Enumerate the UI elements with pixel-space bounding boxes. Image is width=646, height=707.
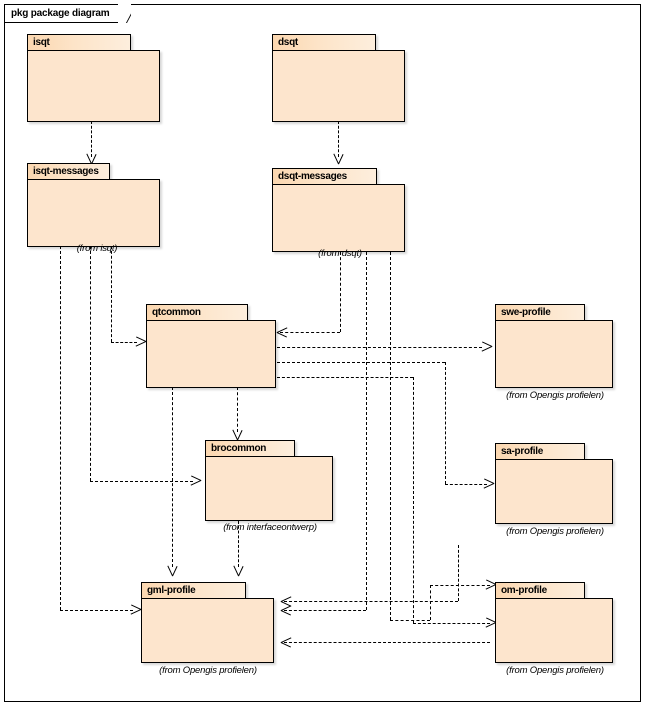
- package-om-profile-note: (from Opengis profielen): [506, 665, 604, 676]
- dep-qtcommon-to-sa-h: [277, 362, 445, 363]
- dep-dsqt-to-dsqt-messages: [338, 121, 339, 157]
- dep-isqtmsg-to-gml-h: [60, 610, 133, 611]
- package-om-profile-body: [495, 598, 613, 663]
- dep-dsqtmsg-to-om-h2: [430, 585, 490, 586]
- package-qtcommon[interactable]: qtcommon: [146, 304, 278, 388]
- package-gml-profile-note: (from Opengis profielen): [159, 665, 257, 676]
- package-isqt-messages-note: (from isqt): [76, 243, 118, 254]
- dep-isqt-to-isqt-messages: [91, 121, 92, 157]
- package-isqt[interactable]: isqt: [27, 34, 162, 122]
- package-isqt-body: [27, 50, 160, 122]
- dep-isqtmsg-to-bro-h: [90, 481, 193, 482]
- package-gml-profile-body: [141, 598, 274, 663]
- package-swe-profile-body: [495, 320, 613, 388]
- package-om-profile-tab: om-profile: [495, 582, 585, 599]
- dep-qtcommon-to-om-h2: [413, 623, 490, 624]
- package-brocommon-note: (from interfaceontwerp): [223, 522, 317, 533]
- dep-sa-to-gml-v: [458, 545, 459, 601]
- dep-isqtmsg-to-bro-v: [90, 246, 91, 481]
- package-dsqt-tab: dsqt: [272, 34, 376, 51]
- package-dsqt-body: [272, 50, 405, 122]
- dep-qtcommon-to-swe-h: [277, 347, 482, 348]
- dep-dsqtmsg-to-gml-h: [284, 610, 366, 611]
- package-dsqt-messages-note: (from dsqt): [318, 248, 362, 259]
- dep-isqtmsg-to-qtcommon-h: [111, 342, 137, 343]
- dep-dsqtmsg-to-om-v2: [430, 585, 431, 620]
- package-isqt-messages[interactable]: isqt-messages (from isqt): [27, 163, 162, 254]
- package-isqt-label: isqt: [33, 37, 50, 48]
- package-brocommon-label: brocommon: [211, 443, 267, 454]
- dep-dsqtmsg-to-om-v: [390, 252, 391, 620]
- dep-qtcommon-to-bro-v: [237, 387, 238, 432]
- package-sa-profile-note: (from Opengis profielen): [506, 526, 604, 537]
- package-gml-profile-label: gml-profile: [147, 585, 196, 596]
- package-dsqt-messages-body: [272, 184, 405, 252]
- diagram-title: pkg package diagram: [11, 8, 110, 19]
- package-dsqt-messages[interactable]: dsqt-messages (from dsqt): [272, 168, 407, 259]
- package-swe-profile-label: swe-profile: [501, 307, 551, 318]
- dep-qtcommon-to-sa-h2: [445, 484, 487, 485]
- dep-dsqtmsg-to-om-h: [390, 620, 430, 621]
- diagram-frame-title-tab: pkg package diagram: [4, 4, 118, 23]
- package-sa-profile[interactable]: sa-profile (from Opengis profielen): [495, 443, 615, 537]
- package-swe-profile-note: (from Opengis profielen): [506, 390, 604, 401]
- dep-qtcommon-to-om-h: [277, 377, 413, 378]
- dep-dsqtmsg-to-qtcommon-h: [280, 332, 340, 333]
- package-brocommon-body: [205, 456, 333, 521]
- package-qtcommon-label: qtcommon: [152, 307, 201, 318]
- package-brocommon-tab: brocommon: [205, 440, 295, 457]
- package-dsqt-messages-label: dsqt-messages: [278, 171, 347, 182]
- dep-om-to-gml-h: [284, 642, 490, 643]
- package-qtcommon-tab: qtcommon: [146, 304, 248, 321]
- package-sa-profile-body: [495, 459, 613, 524]
- package-isqt-messages-tab: isqt-messages: [27, 163, 110, 180]
- package-om-profile[interactable]: om-profile (from Opengis profielen): [495, 582, 615, 676]
- dep-bro-to-gml-v: [238, 521, 239, 567]
- package-sa-profile-tab: sa-profile: [495, 443, 585, 460]
- package-dsqt-label: dsqt: [278, 37, 298, 48]
- frame-tab-corner: [118, 4, 131, 24]
- package-isqt-messages-body: [27, 179, 160, 247]
- package-swe-profile-tab: swe-profile: [495, 304, 585, 321]
- package-gml-profile-tab: gml-profile: [141, 582, 246, 599]
- dep-sa-to-gml-h: [284, 601, 458, 602]
- package-gml-profile[interactable]: gml-profile (from Opengis profielen): [141, 582, 276, 676]
- package-qtcommon-body: [146, 320, 276, 388]
- dep-dsqtmsg-to-qtcommon-v: [340, 252, 341, 332]
- dep-isqtmsg-to-qtcommon-v: [111, 246, 112, 342]
- package-swe-profile[interactable]: swe-profile (from Opengis profielen): [495, 304, 615, 401]
- dep-qtcommon-to-gml-v: [172, 387, 173, 567]
- package-dsqt[interactable]: dsqt: [272, 34, 407, 122]
- package-sa-profile-label: sa-profile: [501, 446, 544, 457]
- dep-isqtmsg-to-gml-v: [60, 246, 61, 610]
- dep-dsqtmsg-to-gml-v: [366, 252, 367, 610]
- package-om-profile-label: om-profile: [501, 585, 547, 596]
- package-isqt-tab: isqt: [27, 34, 131, 51]
- package-dsqt-messages-tab: dsqt-messages: [272, 168, 377, 185]
- package-brocommon[interactable]: brocommon (from interfaceontwerp): [205, 440, 335, 533]
- dep-qtcommon-to-sa-v: [445, 362, 446, 484]
- package-isqt-messages-label: isqt-messages: [33, 166, 99, 177]
- dep-qtcommon-to-om-v: [413, 377, 414, 623]
